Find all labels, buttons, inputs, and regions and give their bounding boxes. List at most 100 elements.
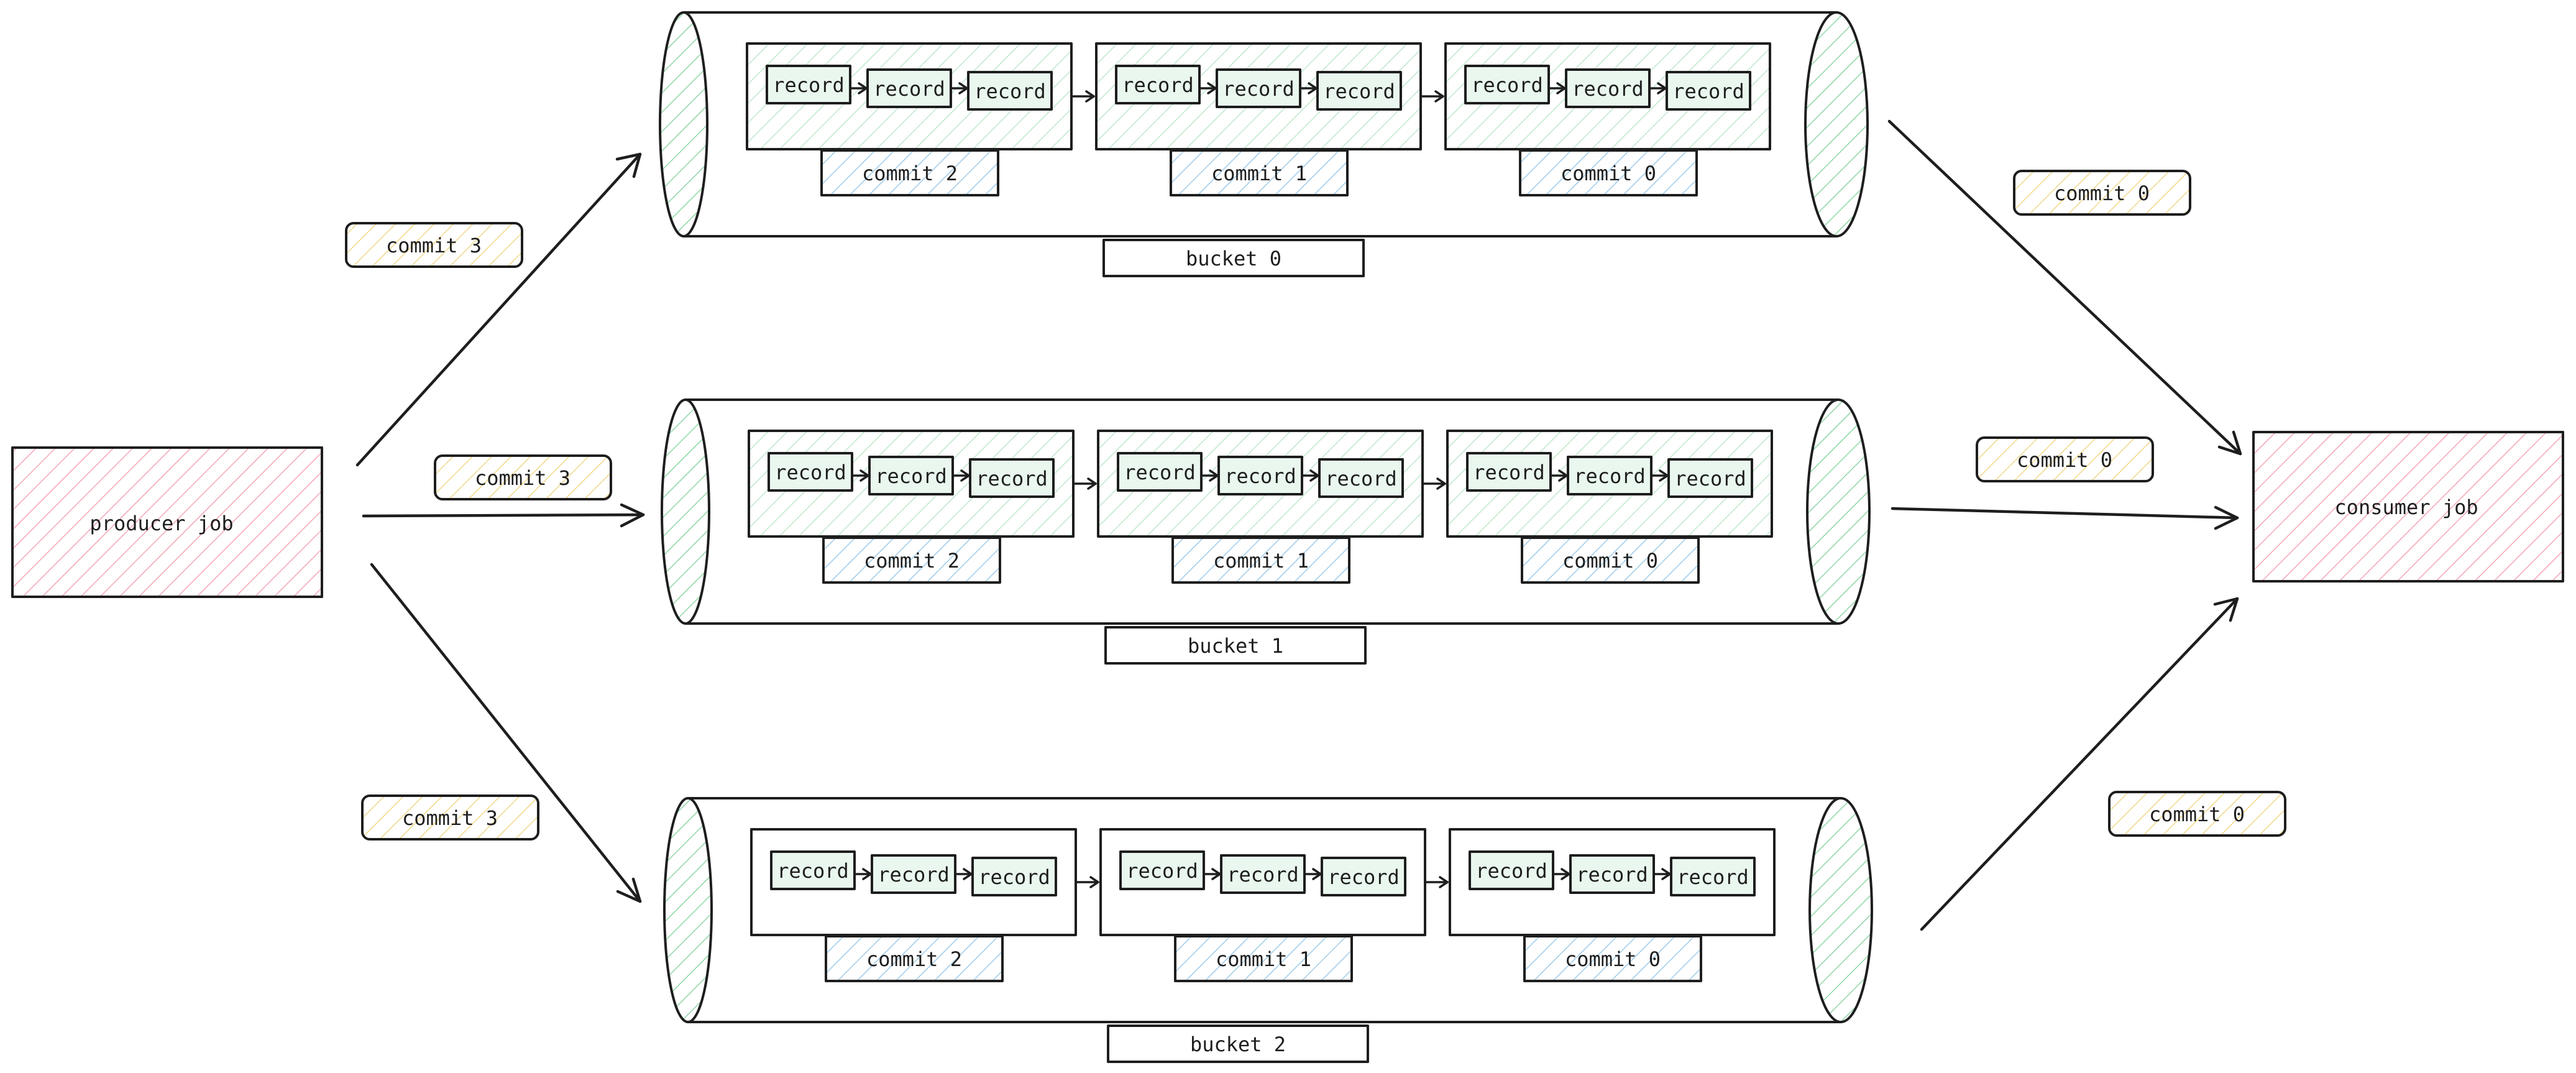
record-label: record <box>1227 863 1299 886</box>
record-fill <box>1667 72 1750 109</box>
cylinder-right-cap-fill <box>1810 798 1872 1022</box>
record-frame <box>1469 850 1554 890</box>
record-box: record <box>1569 854 1655 894</box>
record-label: record <box>974 80 1046 103</box>
record-label: record <box>1672 80 1744 103</box>
record-fill <box>968 72 1052 109</box>
record-fill <box>771 852 855 889</box>
record-box: record <box>768 452 853 492</box>
record-label: record <box>873 77 945 101</box>
commit-group-0: record record record commit 2 <box>750 828 1077 982</box>
bucket-name-box: bucket 0 <box>1102 239 1365 277</box>
record-box: record <box>1670 857 1756 896</box>
cylinder-left-cap <box>659 11 708 237</box>
commit-label: commit 1 <box>1213 549 1309 573</box>
record-box: record <box>1318 458 1404 498</box>
record-frame <box>1318 458 1404 498</box>
outbound-commit-chip-1: commit 0 <box>1976 436 2154 482</box>
commit-label-box: commit 1 <box>1174 935 1353 982</box>
record-box: record <box>1469 850 1554 890</box>
cylinder-right-cap <box>1808 797 1873 1023</box>
outbound-commit-chip-2: commit 0 <box>2108 791 2286 837</box>
record-frame <box>1216 68 1301 108</box>
commit-label: commit 2 <box>862 162 958 185</box>
inbound-arrowhead-bucket-1 <box>620 503 645 528</box>
inbound-commit-chip-0: commit 3 <box>345 222 523 268</box>
record-frame <box>1117 452 1203 492</box>
bucket-name-frame <box>1107 1025 1369 1063</box>
commit-label-frame <box>1523 935 1702 982</box>
record-fill <box>1566 70 1649 107</box>
record-fill <box>1467 453 1551 490</box>
record-label: record <box>1122 73 1194 97</box>
record-frame <box>1119 850 1205 890</box>
inbound-commit-chip-1: commit 3 <box>434 454 612 500</box>
inbound-commit-chip-2: commit 3 <box>361 794 539 840</box>
commit-link-arrow-head <box>1085 90 1095 103</box>
inbound-commit-label-2: commit 3 <box>402 806 498 830</box>
commit-label-frame <box>820 149 999 196</box>
commit-link-arrow-head <box>1436 477 1446 490</box>
record-box: record <box>1117 452 1203 492</box>
record-fill <box>1568 457 1651 494</box>
commit-label-box: commit 2 <box>825 935 1004 982</box>
record-fill <box>1570 855 1654 893</box>
record-fill <box>1319 459 1403 497</box>
record-fill <box>1221 855 1304 893</box>
record-box: record <box>871 854 956 894</box>
record-frame <box>1316 71 1402 111</box>
commit-label-fill <box>1524 936 1701 981</box>
record-label: record <box>1327 865 1400 889</box>
record-fill <box>872 855 955 893</box>
commit-label-frame <box>1521 536 1700 584</box>
commit-label-fill <box>1173 538 1349 583</box>
commit-label-fill <box>1520 150 1697 195</box>
record-label: record <box>1471 73 1543 97</box>
commit-label-fill <box>826 936 1002 981</box>
producer-job-box: producer job <box>11 446 323 598</box>
record-label: record <box>777 859 849 883</box>
consumer-job-box: consumer job <box>2252 431 2564 583</box>
commit-label-fill <box>822 150 998 195</box>
outbound-arrowhead-bucket-0 <box>2217 430 2242 456</box>
inbound-arrowhead-bucket-2 <box>616 877 642 903</box>
commit-label-fill <box>1171 150 1347 195</box>
record-box: record <box>967 71 1053 111</box>
commit-link-arrow-head <box>1434 90 1444 103</box>
bucket-name-label: bucket 2 <box>1190 1033 1286 1056</box>
commit-link-arrow-head <box>1439 876 1449 888</box>
inbound-arrows <box>355 152 645 903</box>
record-fill <box>767 66 850 103</box>
record-label: record <box>978 865 1050 889</box>
record-fill <box>1669 459 1752 497</box>
commit-label-box: commit 0 <box>1523 935 1702 982</box>
record-box: record <box>1565 68 1651 108</box>
commit-label-frame <box>822 536 1001 584</box>
commit-label-box: commit 1 <box>1170 149 1349 196</box>
record-box: record <box>766 65 851 104</box>
record-fill <box>1219 457 1302 494</box>
commit-label-frame <box>1174 935 1353 982</box>
record-fill <box>1470 852 1553 889</box>
record-fill <box>1217 70 1300 107</box>
consumer-job-label: consumer job <box>2334 495 2478 519</box>
record-frame <box>1567 456 1652 495</box>
record-label: record <box>878 863 950 886</box>
record-label: record <box>875 464 947 488</box>
record-frame <box>1670 857 1756 896</box>
commit-group-2: record record record commit 0 <box>1449 828 1776 982</box>
record-fill <box>1118 453 1201 490</box>
commit-label-box: commit 2 <box>822 536 1001 584</box>
record-frame <box>866 68 952 108</box>
bucket-name-fill <box>1108 1026 1368 1062</box>
outbound-commit-label-2: commit 0 <box>2149 803 2245 826</box>
cylinder-left-cap-fill <box>664 798 712 1022</box>
bucket-name-label: bucket 1 <box>1188 634 1283 658</box>
cylinder-right-cap <box>1806 398 1871 625</box>
commit-label-fill <box>1175 936 1352 981</box>
record-box: record <box>770 850 856 890</box>
record-label: record <box>1325 467 1397 490</box>
